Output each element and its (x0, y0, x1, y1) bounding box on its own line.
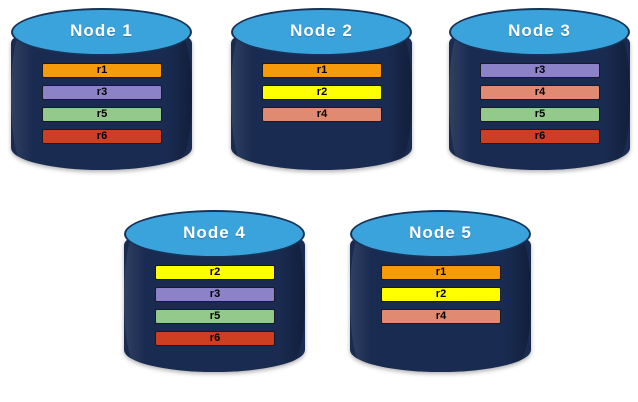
cylinder-top-ellipse: Node 2 (231, 8, 412, 56)
node-label: Node 1 (70, 21, 133, 40)
replica-bar[interactable]: r5 (155, 309, 275, 324)
replica-bar[interactable]: r4 (262, 107, 382, 122)
replica-bar[interactable]: r6 (480, 129, 600, 144)
replica-bar[interactable]: r5 (480, 107, 600, 122)
replica-list: r1 r2 r4 (262, 63, 382, 129)
replica-bar[interactable]: r2 (381, 287, 501, 302)
node-label: Node 2 (290, 21, 353, 40)
database-node[interactable]: Node 3 r3 r4 r5 r6 (449, 8, 630, 185)
replica-list: r3 r4 r5 r6 (480, 63, 600, 151)
replica-bar[interactable]: r3 (155, 287, 275, 302)
replica-list: r2 r3 r5 r6 (155, 265, 275, 353)
replica-bar[interactable]: r4 (381, 309, 501, 324)
node-label: Node 4 (183, 223, 246, 242)
replica-bar[interactable]: r6 (42, 129, 162, 144)
cylinder-top-ellipse: Node 1 (11, 8, 192, 56)
replica-bar[interactable]: r4 (480, 85, 600, 100)
replica-bar[interactable]: r6 (155, 331, 275, 346)
database-node[interactable]: Node 1 r1 r3 r5 r6 (11, 8, 192, 185)
replica-bar[interactable]: r5 (42, 107, 162, 122)
replica-bar[interactable]: r2 (155, 265, 275, 280)
replica-list: r1 r3 r5 r6 (42, 63, 162, 151)
database-node[interactable]: Node 2 r1 r2 r4 (231, 8, 412, 185)
replica-bar[interactable]: r1 (262, 63, 382, 78)
node-label: Node 3 (508, 21, 571, 40)
replica-bar[interactable]: r2 (262, 85, 382, 100)
cylinder-top-ellipse: Node 5 (350, 210, 531, 258)
cylinder-top-ellipse: Node 4 (124, 210, 305, 258)
replica-bar[interactable]: r1 (381, 265, 501, 280)
database-node[interactable]: Node 4 r2 r3 r5 r6 (124, 210, 305, 387)
replica-bar[interactable]: r3 (480, 63, 600, 78)
replica-list: r1 r2 r4 (381, 265, 501, 331)
replica-bar[interactable]: r1 (42, 63, 162, 78)
replica-bar[interactable]: r3 (42, 85, 162, 100)
database-node[interactable]: Node 5 r1 r2 r4 (350, 210, 531, 387)
node-label: Node 5 (409, 223, 472, 242)
cylinder-top-ellipse: Node 3 (449, 8, 630, 56)
